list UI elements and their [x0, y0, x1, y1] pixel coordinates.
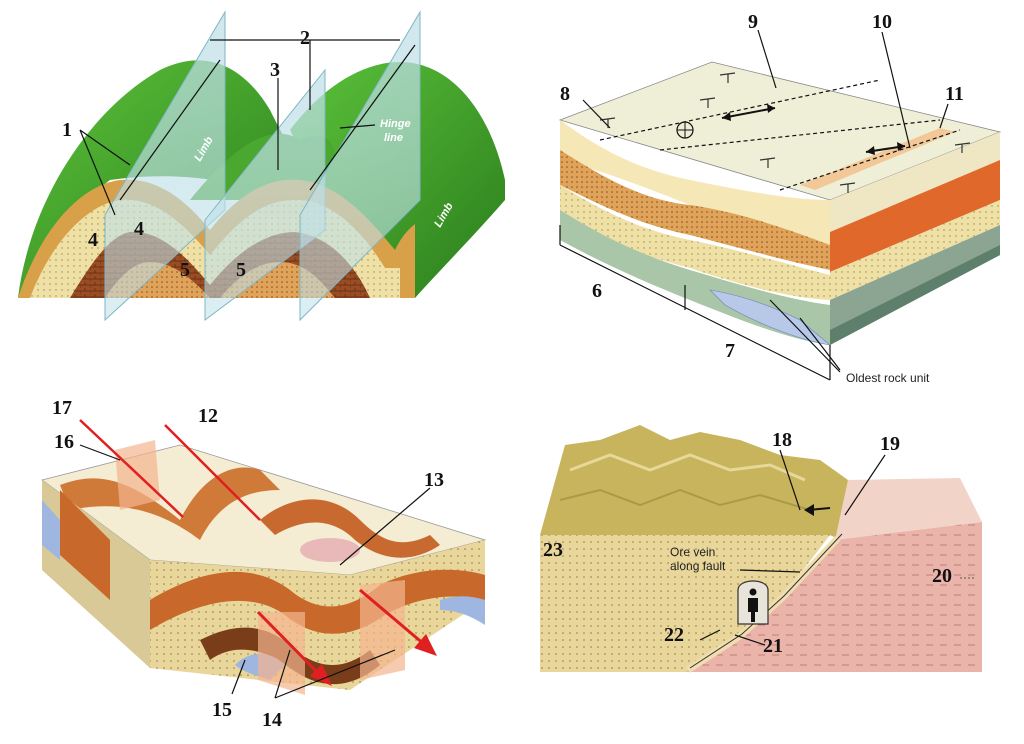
label-11: 11	[945, 83, 964, 105]
label-4a: 4	[88, 229, 98, 251]
label-9: 9	[748, 11, 758, 33]
panel-strike-dip: 8 9 10 11 6 7 Oldest rock unit	[558, 11, 1002, 385]
front-layer-orange	[560, 150, 830, 270]
panel-folds: 1 2 3 4 4 5 5 Hinge line Limb Limb	[18, 10, 505, 322]
label-19: 19	[880, 433, 900, 455]
panel-fault: 18 19 20 21 22 23 Ore vein along fault	[540, 425, 982, 673]
label-15: 15	[212, 699, 232, 721]
label-7: 7	[725, 340, 735, 362]
oldest-rock-label: Oldest rock unit	[846, 371, 930, 385]
label-1: 1	[62, 119, 72, 141]
front-layer-yellow	[560, 185, 830, 300]
axial-plane-right	[299, 10, 421, 322]
label-14: 14	[262, 709, 282, 731]
label-21: 21	[763, 635, 783, 657]
outcrop-core	[300, 538, 360, 562]
outcrop-band-2	[260, 499, 440, 558]
label-4b: 4	[134, 218, 144, 240]
side-layer-cream	[830, 132, 1000, 232]
hanging-wall-front	[540, 535, 830, 672]
hinge-line-label-1: Hinge	[380, 118, 411, 130]
label-10: 10	[872, 11, 892, 33]
plunge-right-blue	[440, 596, 485, 625]
side-layer-dark	[830, 245, 1000, 345]
label-22: 22	[664, 624, 684, 646]
label-23: 23	[543, 539, 563, 561]
plunge-plane-front	[258, 612, 305, 695]
plunge-left-blue	[42, 500, 60, 560]
hanging-wall-top	[540, 425, 848, 540]
ore-vein-label-2: along fault	[670, 559, 726, 573]
label-13: 13	[424, 469, 444, 491]
label-16: 16	[54, 431, 74, 453]
anticline-limb-left	[18, 60, 300, 298]
footwall-top	[835, 478, 982, 540]
label-20: 20	[932, 565, 952, 587]
plunge-plane-right	[360, 580, 405, 680]
label-8: 8	[560, 83, 570, 105]
label-2: 2	[300, 27, 310, 49]
label-6: 6	[592, 280, 602, 302]
side-layer-orange	[830, 160, 1000, 272]
hinge-line-label-2: line	[384, 132, 403, 144]
layer-orange-core	[105, 262, 335, 298]
panel-plunging: 12 13 14 15 16 17	[41, 397, 487, 731]
side-layer-yellow	[830, 200, 1000, 300]
ore-vein-label-1: Ore vein	[670, 545, 715, 559]
label-12: 12	[198, 405, 218, 427]
footwall-front	[685, 522, 982, 672]
label-3: 3	[270, 59, 280, 81]
label-18: 18	[772, 429, 792, 451]
label-17: 17	[52, 397, 72, 419]
orange-strip-top	[800, 128, 955, 190]
label-5b: 5	[236, 259, 246, 281]
plunge-left-orange	[60, 490, 110, 600]
label-5a: 5	[180, 259, 190, 281]
front-layer-tan	[560, 120, 830, 255]
